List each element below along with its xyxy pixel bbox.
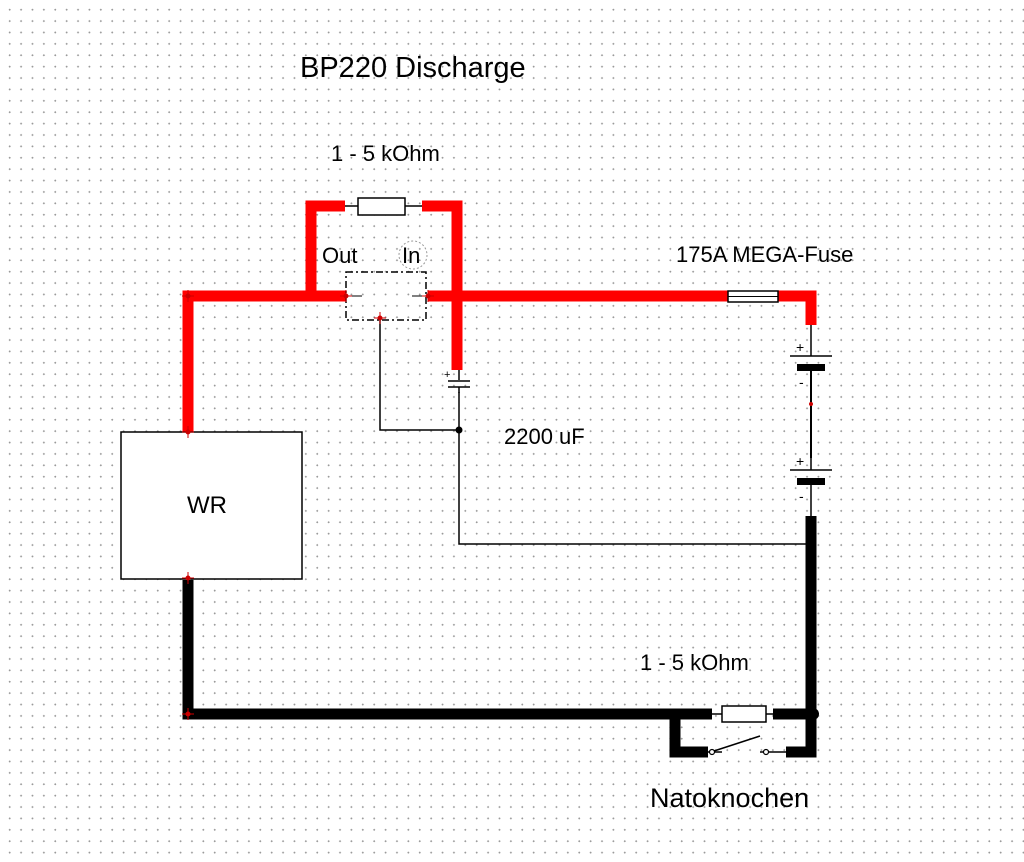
wire-fuse-to-battery [778,290,817,325]
junction-dot [455,426,463,434]
wire-inverter-positive [182,290,346,432]
wire-inverter-negative [182,580,712,720]
junction-dot [669,708,681,720]
capacitor-plus-sign: + [444,369,450,381]
connection-marker [182,708,194,720]
connection-marker [809,402,813,406]
battery-cell-2: + - [790,440,832,516]
inverter-box [120,431,303,580]
wire-bypass-left [305,200,345,296]
wire-bypass-right [422,200,463,370]
junction-dot [452,291,462,301]
junction-dot [306,291,316,301]
connection-markers [182,290,813,720]
connection-marker [182,426,194,438]
battery-2-plus: + [796,453,804,469]
connection-marker [182,290,194,302]
connection-marker [374,312,386,324]
top-resistor [345,197,422,216]
signal-wires [379,318,812,545]
switch-label: Natoknochen [650,783,809,813]
bottom-resistor [712,705,773,723]
connection-marker [340,290,352,302]
junction-dot [807,708,819,720]
wire-capacitor-negative [458,392,811,545]
wire-battery-negative [786,516,817,758]
relay-out-label: Out [322,243,357,268]
disconnect-switch [708,735,786,756]
capacitor: + [444,369,470,393]
connection-marker [422,290,434,302]
wire-control [379,318,459,431]
fuse-label: 175A MEGA-Fuse [676,242,853,267]
battery-cell-1: + - [790,325,832,390]
junctions [306,291,819,720]
top-resistor-label: 1 - 5 kOhm [331,141,440,166]
bottom-resistor-label: 1 - 5 kOhm [640,650,749,675]
capacitor-label: 2200 uF [504,424,585,449]
battery-1-plus: + [796,339,804,355]
battery-2-minus: - [799,488,804,504]
mega-fuse [727,290,779,303]
inverter-label: WR [187,492,227,519]
positive-wires [182,200,817,432]
relay-in-label: In [402,243,420,268]
battery-1-minus: - [799,374,804,390]
diagram-title: BP220 Discharge [300,52,526,84]
wire-switch-left [669,714,708,758]
connection-marker [182,572,194,584]
